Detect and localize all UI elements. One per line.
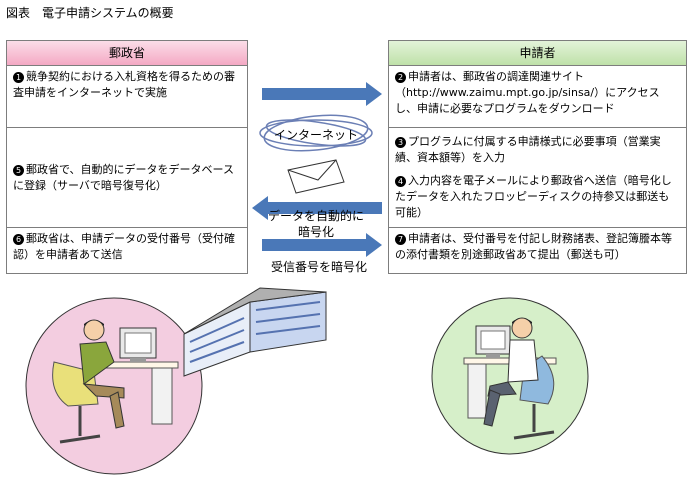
step-text: 競争契約における入札資格を得るための審査申請をインターネットで実施 (13, 70, 235, 99)
step-text: 郵政省で、自動的にデータをデータベースに登録（サーバで暗号復号化） (13, 163, 235, 192)
step-number-badge: 1 (13, 72, 24, 83)
step-number-badge: 7 (395, 234, 406, 245)
auto-encrypt-label: データを自動的に暗号化 (267, 209, 364, 239)
step-number-badge: 6 (13, 234, 24, 245)
step-number-badge: 4 (395, 176, 406, 187)
step-number-badge: 2 (395, 72, 406, 83)
step-text: 入力内容を電子メールにより郵政省へ送信（暗号化したデータを入れたフロッピーディス… (395, 174, 672, 219)
step-text: 申請者は、郵政省の調達関連サイト（http://www.zaimu.mpt.go… (395, 70, 660, 115)
ministry-building-illustration (183, 287, 327, 377)
receipt-encrypt-label: 受信番号を暗号化 (270, 260, 367, 274)
ministry-panel-header: 郵政省 (7, 41, 247, 66)
applicant-worker-illustration (431, 297, 589, 455)
step-number-badge: 3 (395, 137, 406, 148)
arrow-to-applicant-top (262, 82, 382, 106)
arrow-to-applicant-bottom (262, 233, 382, 257)
step-text: 郵政省は、申請データの受付番号（受付確認）を申請者あて送信 (13, 232, 235, 261)
ministry-worker-illustration (25, 297, 203, 475)
envelope-icon (287, 159, 345, 194)
step-text: プログラムに付属する申請様式に必要事項（営業実績、資本額等）を入力 (395, 135, 661, 164)
applicant-panel-header: 申請者 (389, 41, 686, 66)
step-number-badge: 5 (13, 165, 24, 176)
figure-title: 図表 電子申請システムの概要 (6, 6, 174, 20)
internet-label: インターネット (273, 128, 358, 142)
arrow-to-ministry (252, 196, 382, 220)
internet-rings-icon (259, 114, 373, 152)
step-text: 申請者は、受付番号を付記し財務諸表、登記簿謄本等の添付書類を別途郵政省あて提出（… (395, 232, 672, 261)
